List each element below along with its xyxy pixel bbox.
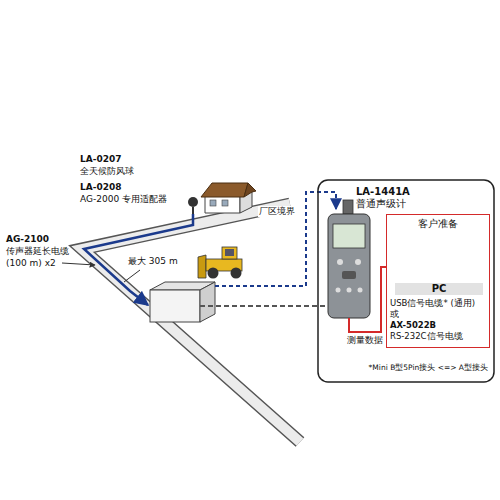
part-number: LA-0208 <box>80 182 121 193</box>
meter-node: LA-1441A普通声级计 <box>326 196 372 318</box>
meter-button <box>336 288 341 293</box>
mic-adapter <box>192 207 194 214</box>
node-text: 普通声级计 <box>356 198 406 209</box>
meter-dashed-line <box>200 305 326 307</box>
building-side <box>200 282 215 322</box>
fence-wall <box>82 204 300 442</box>
distance-label: 最大 305 m <box>128 256 178 267</box>
node-heading: LA-1441A <box>356 186 410 197</box>
setup-panel <box>318 180 494 382</box>
bulldozer-cab <box>222 247 237 259</box>
cable-name: USB信号电缆* (通用) <box>390 298 475 309</box>
bulldozer-wheel <box>208 268 219 279</box>
cable-length: (100 m) x2 <box>6 258 56 269</box>
fence-wall-top <box>82 204 300 442</box>
footnote: *Mini B型5Pin接头 <=> A型接头 <box>322 362 488 373</box>
house-window <box>222 200 228 206</box>
building-front <box>150 290 200 322</box>
part-number: AX-5022B <box>390 320 436 331</box>
part-name: 传声器延长电缆 <box>6 246 69 257</box>
part-number: AG-2100 <box>6 234 49 245</box>
house-wall <box>205 196 240 213</box>
part-name: AG-2000 专用适配器 <box>80 194 167 205</box>
meter-button <box>347 288 352 293</box>
bulldozer-blade <box>198 255 206 278</box>
edge-label: 测量数据 <box>347 335 383 346</box>
conjunction: 或 <box>390 309 399 320</box>
meter-screen <box>333 224 365 248</box>
meter-microphone <box>343 200 353 214</box>
house-roof-side <box>244 183 256 197</box>
pc-node: PC <box>395 239 483 295</box>
extension-cable <box>84 214 193 305</box>
part-name: 全天候防风球 <box>80 166 134 177</box>
house-roof <box>201 183 248 197</box>
leader-line <box>62 263 95 265</box>
node-heading: 客户准备 <box>387 218 489 229</box>
house-window <box>210 200 216 206</box>
meter-button <box>337 259 343 265</box>
boundary-label: 厂区境界 <box>258 206 296 217</box>
leader-line <box>124 270 140 282</box>
meter-button <box>358 288 363 293</box>
meter-button <box>355 259 361 265</box>
cable-name: RS-232C信号电缆 <box>390 331 463 342</box>
sound-level-meter <box>328 214 370 318</box>
part-number: LA-0207 <box>80 154 121 165</box>
node-heading: PC <box>395 283 483 295</box>
windscreen <box>188 197 198 207</box>
bulldozer-window <box>225 249 234 256</box>
bulldozer-wheel <box>231 268 242 279</box>
meter-button <box>342 271 356 279</box>
